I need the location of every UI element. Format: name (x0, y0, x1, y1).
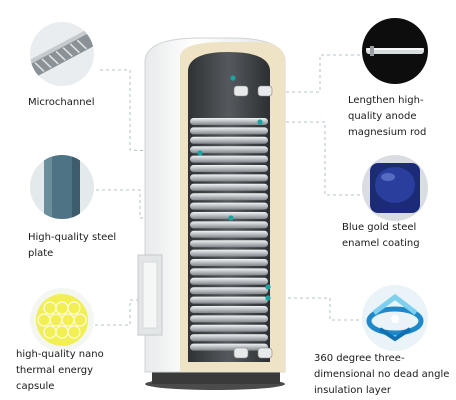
coil-ring (190, 306, 268, 313)
microchannel-label: Microchannel (28, 97, 95, 108)
coil-ring (190, 315, 268, 323)
coil-ring (190, 343, 268, 351)
coil-ring (190, 202, 268, 210)
anode-rod-label: Lengthen high- quality anode magnesium r… (348, 95, 427, 138)
anode-rod-icon (362, 18, 428, 84)
coil-ring (190, 249, 268, 257)
microchannel-icon (30, 22, 94, 86)
insulation-icon (362, 285, 428, 351)
pipe-fittings (233, 85, 273, 359)
coil-ring (190, 212, 268, 219)
coil-ring (190, 155, 268, 163)
coil-ring (190, 277, 268, 285)
coil-ring (190, 221, 268, 229)
coil-ring (190, 268, 268, 276)
coil-ring (190, 324, 268, 332)
enamel-coating-icon (362, 155, 428, 221)
nano-capsule-icon (30, 288, 94, 352)
nano-capsule-label: high-quality nano thermal energy capsule (16, 349, 104, 392)
callout-dots (197, 75, 271, 301)
coil-ring (190, 334, 268, 342)
coil-ring (190, 127, 268, 135)
coil-ring (190, 230, 268, 238)
insulation-label: 360 degree three- dimensional no dead an… (314, 353, 450, 396)
coil-ring (190, 174, 268, 182)
coil-ring (190, 259, 268, 266)
coil-ring (190, 165, 268, 172)
coil-ring (190, 118, 268, 125)
heat-exchanger-coil (190, 118, 268, 351)
enamel-coating-label: Blue gold steel enamel coating (342, 222, 420, 249)
coil-ring (190, 146, 268, 154)
coil-ring (190, 240, 268, 248)
coil-ring (190, 296, 268, 304)
coil-ring (190, 136, 268, 144)
steel-plate-icon (30, 155, 94, 219)
steel-plate-label: High-quality steel plate (28, 232, 117, 259)
coil-ring (190, 193, 268, 201)
coil-ring (190, 183, 268, 191)
coil-ring (190, 287, 268, 295)
